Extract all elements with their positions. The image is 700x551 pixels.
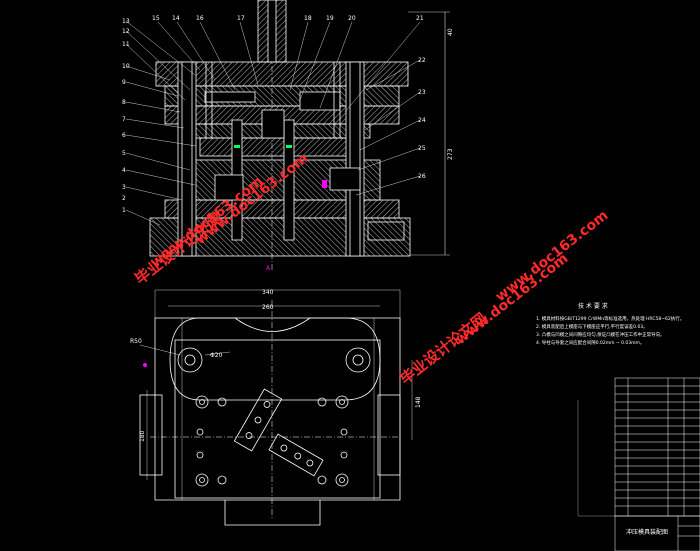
section-view [125,0,450,270]
center-label: A [266,265,271,272]
dim-hole: Φ20 [210,352,223,359]
part-numbers-right: 22 23 24 25 26 [418,57,426,180]
dim-inner-width: 260 [262,304,274,311]
part-no: 22 [418,57,426,64]
green-mark-1 [234,145,240,148]
dim-left-height: 180 [139,430,146,442]
part-no: 2 [122,195,126,202]
part-no: 19 [326,15,334,22]
dim-left-small: R50 [130,338,142,345]
part-no: 10 [122,63,130,70]
part-no: 24 [418,117,426,124]
part-numbers-left: 13 12 11 10 9 8 7 6 5 4 3 2 1 [122,18,130,214]
part-no: 7 [122,116,126,123]
part-no: 3 [122,184,126,191]
plan-view [139,289,413,526]
tech-requirements: 技 术 要 求 1. 模具材料按GB/T1299 CrWMn等标准选用，热处理 … [536,302,684,346]
tech-requirement-item: 2. 模具装配后上模座与下模座应平行,平行度误差0.03。 [536,323,648,330]
parts-list [577,377,700,551]
part-no: 9 [122,79,126,86]
dim-height: 273 [447,148,454,160]
tech-requirement-item: 1. 模具材料按GB/T1299 CrWMn等标准选用，热处理 HRC58~62… [536,315,684,322]
part-no: 11 [122,41,130,48]
tech-requirements-title: 技 术 要 求 [578,302,608,310]
part-no: 13 [122,18,130,25]
part-no: 20 [348,15,356,22]
part-no: 6 [122,132,126,139]
part-no: 21 [416,15,424,22]
part-no: 16 [196,15,204,22]
part-no: 14 [172,15,180,22]
part-no: 23 [418,89,426,96]
part-no: 18 [304,15,312,22]
dim-right-height: 148 [415,396,422,408]
part-no: 26 [418,173,426,180]
part-no: 17 [237,15,245,22]
part-no: 1 [122,207,126,214]
section-marker [322,180,327,188]
watermark-url-4: www.doc163.com [493,207,612,305]
part-no: 12 [122,28,130,35]
tech-requirement-item: 4. 导柱与导套之间应配合间隙0.02mm ~ 0.03mm。 [536,339,644,346]
part-no: 5 [122,150,126,157]
dim-top-right: 40 [447,28,454,36]
part-numbers-top: 15 14 16 17 18 19 20 21 [152,15,424,22]
part-no: 25 [418,145,426,152]
dim-outer-width: 340 [262,289,274,296]
part-no: 15 [152,15,160,22]
part-no: 4 [122,167,126,174]
plan-marker [143,363,147,367]
green-mark-2 [286,145,292,148]
tech-requirement-item: 3. 凸模与凹模之间间隙应均匀,保证凸模在冲压工作中正常导向。 [536,331,665,338]
title-block-name: 冲压模具装配图 [626,528,668,536]
part-no: 8 [122,99,126,106]
